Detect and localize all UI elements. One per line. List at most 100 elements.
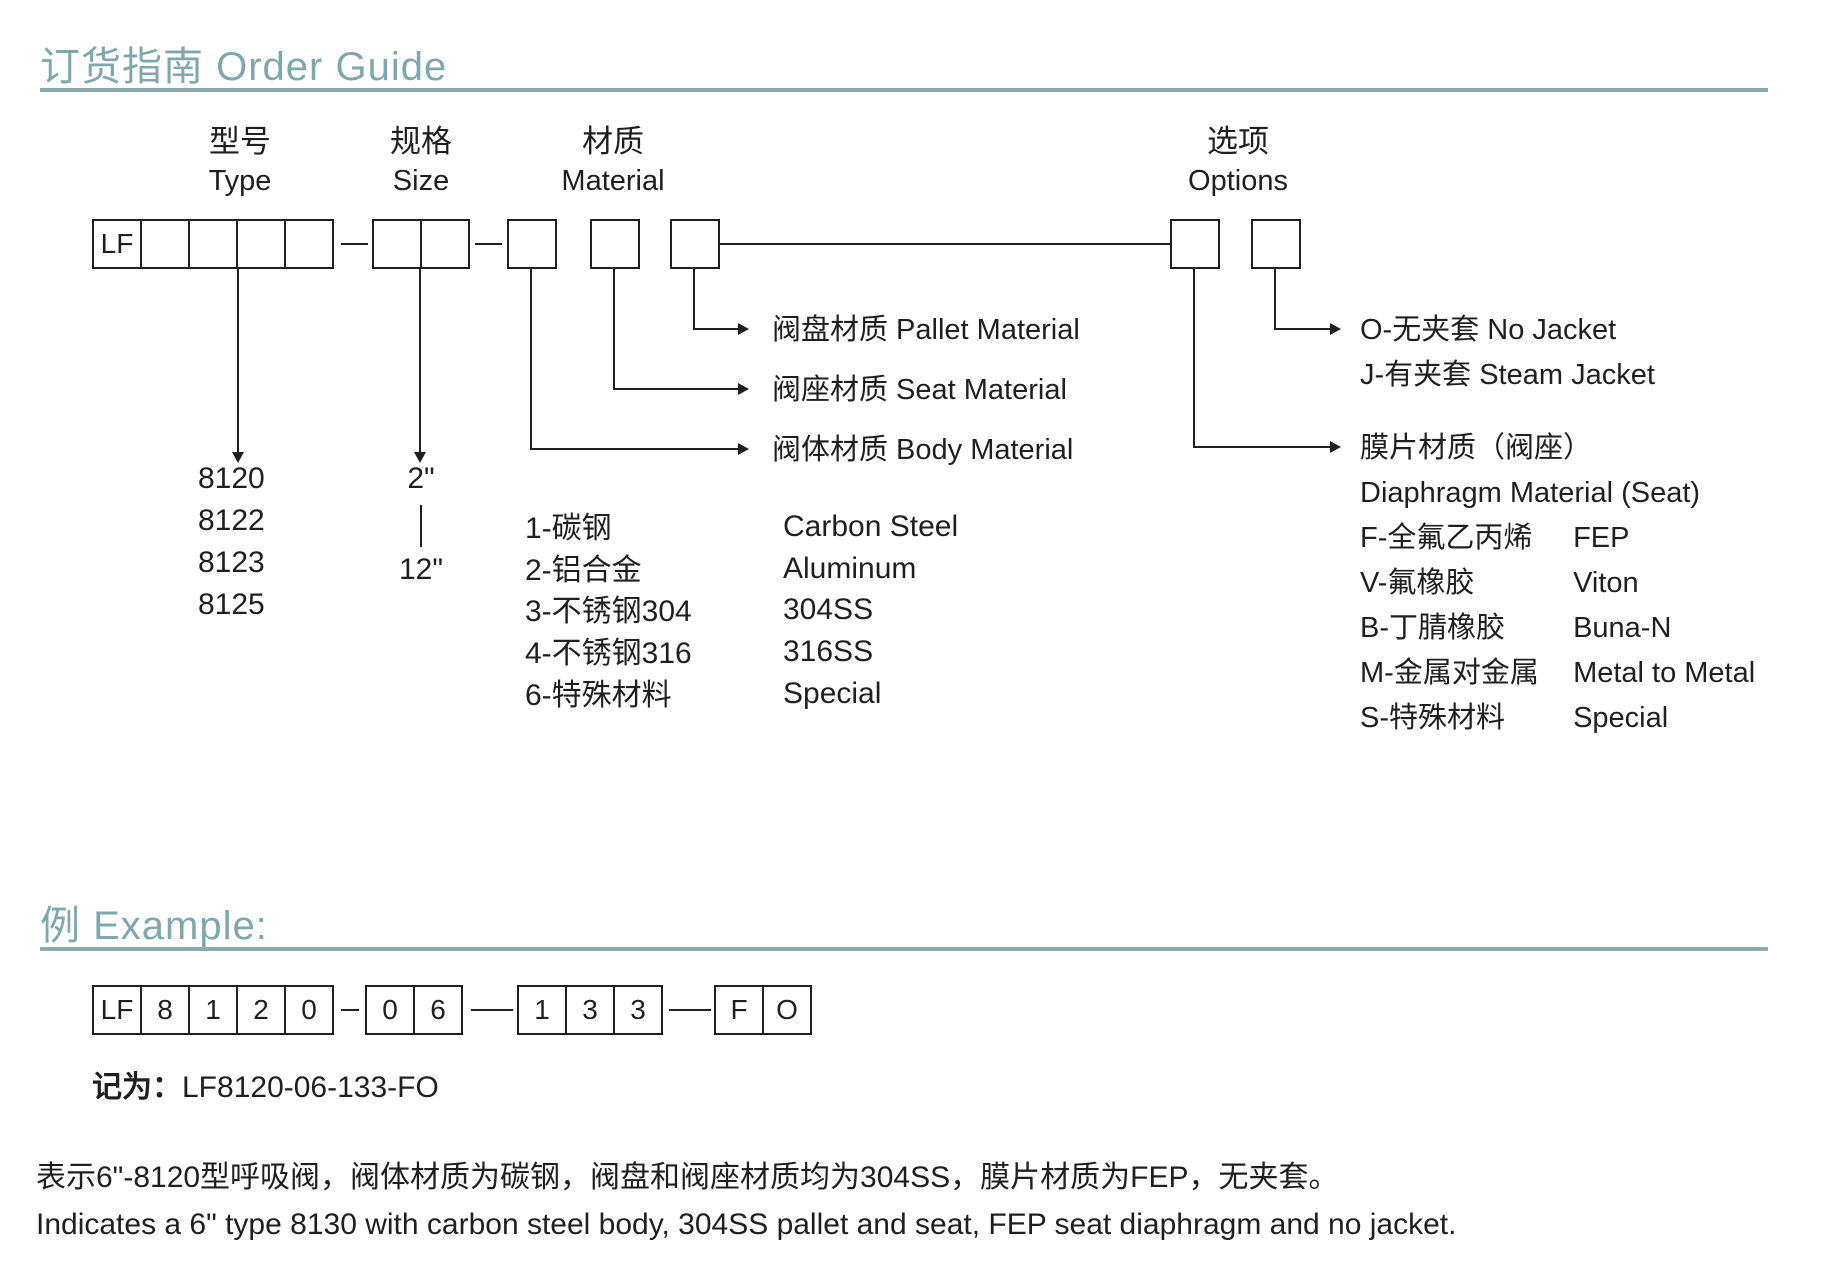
- type-value: 8122: [198, 504, 265, 537]
- example-cell: 3: [613, 985, 663, 1035]
- diaphragm-item: M-金属对金属 Metal to Metal: [1360, 651, 1755, 696]
- example-result-code: LF8120-06-133-FO: [182, 1071, 439, 1104]
- example-cell: 0: [365, 985, 415, 1035]
- size-cell: [420, 219, 470, 269]
- code-separator-dash: [475, 243, 502, 245]
- diaphragm-code: S-特殊材料: [1360, 702, 1506, 734]
- diaphragm-code: V-氟橡胶: [1360, 567, 1475, 599]
- size-range-top: 2": [407, 462, 435, 495]
- column-header-type: 型号 Type: [209, 122, 272, 200]
- size-range-bottom: 12": [398, 553, 444, 586]
- diaphragm-name: Special: [1573, 702, 1669, 734]
- seat-elbow-hline: [613, 388, 740, 390]
- column-header-size: 规格 Size: [390, 122, 452, 200]
- header-material-en: Material: [561, 165, 665, 197]
- header-type-cn: 型号: [209, 124, 271, 159]
- material-code: 3-不锈钢304: [525, 595, 692, 629]
- diaphragm-code: M-金属对金属: [1360, 657, 1539, 689]
- diaphragm-title-cn: 膜片材质（阀座）: [1360, 432, 1593, 464]
- material-codes-list: 1-碳钢 2-铝合金 3-不锈钢304 4-不锈钢316 6-特殊材料: [525, 508, 692, 717]
- example-dash: [341, 1009, 359, 1011]
- material-pallet-box: [670, 219, 720, 269]
- example-dash: [669, 1009, 711, 1011]
- example-result-line: 记为：LF8120-06-133-FO: [92, 1068, 439, 1108]
- example-cell: O: [762, 985, 812, 1035]
- title-divider: [40, 88, 1768, 92]
- example-group-material: 1 3 3: [517, 985, 663, 1035]
- pallet-elbow-vline: [693, 269, 695, 330]
- diaphragm-item: V-氟橡胶 Viton: [1360, 561, 1755, 606]
- size-arrow-icon: [414, 452, 426, 463]
- material-code: 1-碳钢: [525, 512, 612, 545]
- body-arrow-icon: [738, 443, 749, 455]
- seat-material-label: 阀座材质 Seat Material: [772, 374, 1067, 406]
- diaphragm-item: F-全氟乙丙烯 FEP: [1360, 516, 1755, 561]
- example-group-size: 0 6: [365, 985, 463, 1035]
- material-name: Carbon Steel: [783, 510, 959, 543]
- example-cell: LF: [92, 985, 142, 1035]
- diaphragm-name: FEP: [1573, 522, 1630, 554]
- header-size-cn: 规格: [390, 124, 452, 159]
- type-arrow-icon: [232, 452, 244, 463]
- material-name: 316SS: [783, 635, 874, 669]
- type-cell-prefix: LF: [92, 219, 142, 269]
- diaphragm-code: F-全氟乙丙烯: [1360, 522, 1533, 554]
- example-cell: 8: [140, 985, 190, 1035]
- diaphragm-elbow-vline: [1193, 269, 1195, 448]
- diaphragm-code: B-丁腈橡胶: [1360, 612, 1506, 644]
- example-cell: 1: [517, 985, 567, 1035]
- diaphragm-name: Viton: [1573, 567, 1639, 599]
- page-title: 订货指南 Order Guide: [40, 45, 448, 89]
- header-size-en: Size: [392, 165, 450, 197]
- example-cell: 6: [413, 985, 463, 1035]
- jacket-arrow-icon: [1330, 323, 1341, 335]
- example-cell: 1: [188, 985, 238, 1035]
- type-drop-line: [237, 269, 239, 454]
- size-cell: [372, 219, 422, 269]
- example-note-en: Indicates a 6" type 8130 with carbon ste…: [36, 1208, 1457, 1241]
- type-value: 8123: [198, 546, 265, 579]
- column-header-options: 选项 Options: [1188, 122, 1288, 200]
- options-connector-line: [719, 243, 1170, 245]
- example-group-options: F O: [714, 985, 812, 1035]
- seat-arrow-icon: [738, 383, 749, 395]
- material-name: 304SS: [783, 593, 874, 627]
- body-material-label: 阀体材质 Body Material: [772, 434, 1074, 466]
- jacket-elbow-vline: [1274, 269, 1276, 330]
- example-heading: 例 Example:: [40, 904, 268, 948]
- header-type-en: Type: [208, 165, 272, 197]
- column-header-material: 材质 Material: [561, 122, 664, 200]
- seat-elbow-vline: [613, 269, 615, 390]
- header-options-en: Options: [1188, 165, 1288, 197]
- pallet-elbow-hline: [693, 328, 740, 330]
- diaphragm-options-block: 膜片材质（阀座） Diaphragm Material (Seat) F-全氟乙…: [1360, 426, 1755, 741]
- option-jacket-box: [1251, 219, 1301, 269]
- type-cell: [236, 219, 286, 269]
- example-group-type: LF 8 1 2 0: [92, 985, 334, 1035]
- example-cell: 3: [565, 985, 615, 1035]
- type-cell: [284, 219, 334, 269]
- example-cell: 2: [236, 985, 286, 1035]
- example-cell: F: [714, 985, 764, 1035]
- code-separator-dash: [341, 243, 368, 245]
- diaphragm-name: Buna-N: [1573, 612, 1672, 644]
- size-drop-line: [419, 269, 421, 454]
- body-elbow-vline: [530, 269, 532, 450]
- diaphragm-title-en: Diaphragm Material (Seat): [1360, 477, 1701, 509]
- diaphragm-item: B-丁腈橡胶 Buna-N: [1360, 606, 1755, 651]
- example-dash: [471, 1009, 513, 1011]
- header-options-cn: 选项: [1206, 124, 1269, 159]
- header-material-cn: 材质: [582, 124, 644, 159]
- size-range-bar: [420, 505, 422, 547]
- type-cell: [188, 219, 238, 269]
- type-value: 8125: [198, 588, 265, 621]
- material-name: Special: [783, 676, 882, 710]
- diaphragm-arrow-icon: [1330, 441, 1341, 453]
- material-name: Aluminum: [783, 551, 917, 585]
- material-code: 4-不锈钢316: [525, 637, 692, 671]
- jacket-option-no-jacket: O-无夹套 No Jacket: [1360, 314, 1617, 346]
- diaphragm-elbow-hline: [1193, 446, 1332, 448]
- material-names-list: Carbon Steel Aluminum 304SS 316SS Specia…: [783, 506, 958, 715]
- jacket-elbow-hline: [1274, 328, 1332, 330]
